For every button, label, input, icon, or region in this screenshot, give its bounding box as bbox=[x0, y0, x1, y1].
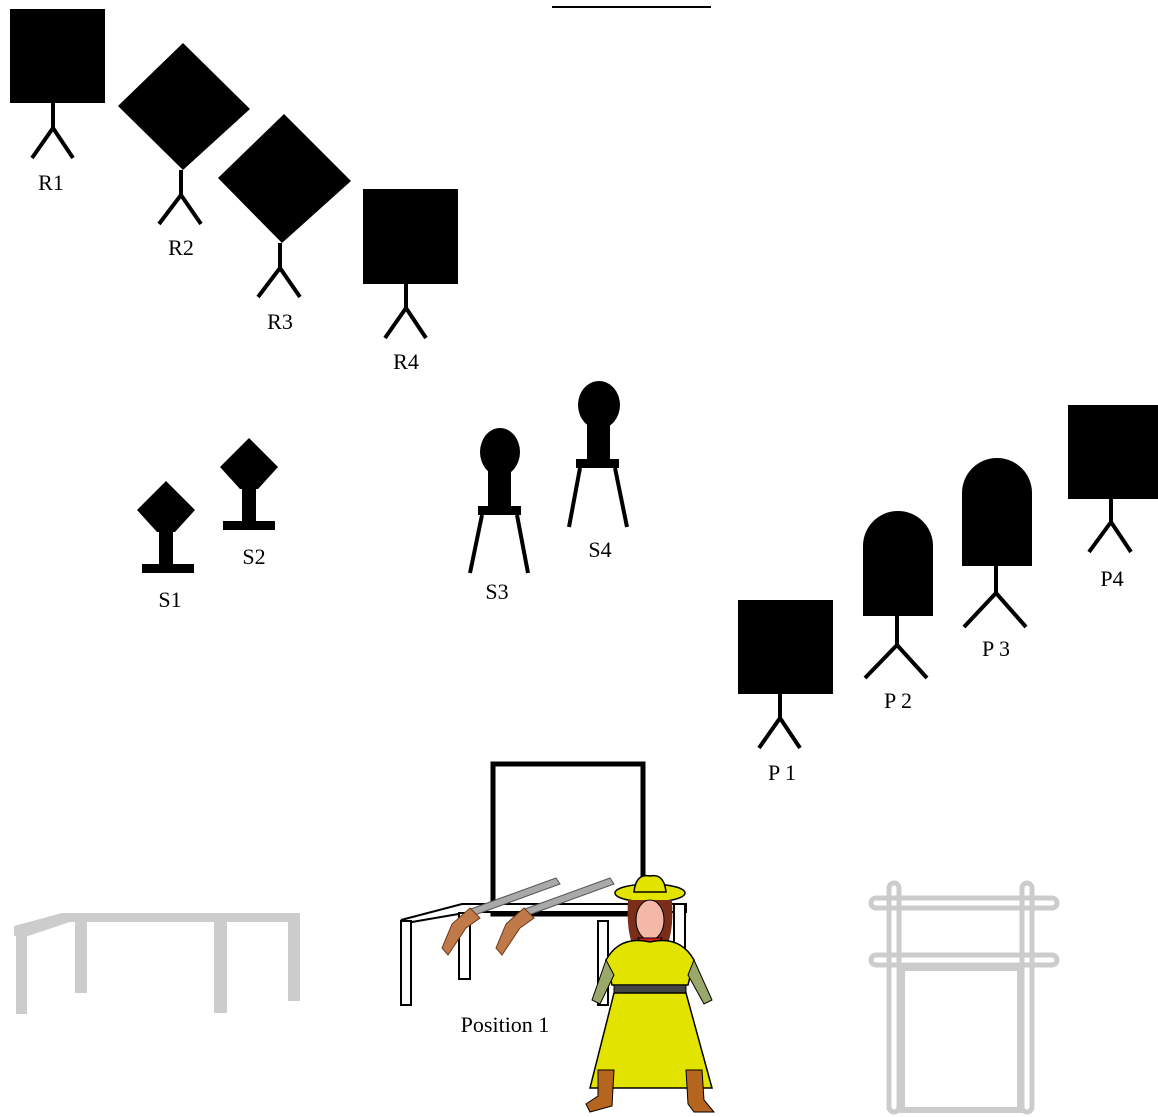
target-label: S2 bbox=[242, 544, 265, 569]
target-s4: S4 bbox=[569, 381, 627, 562]
target-label: R4 bbox=[393, 349, 419, 374]
target-label: R2 bbox=[168, 235, 194, 260]
target-s3: S3 bbox=[470, 428, 528, 604]
target-label: S4 bbox=[588, 537, 611, 562]
target-r2: R2 bbox=[118, 43, 250, 260]
target-label: P4 bbox=[1100, 566, 1123, 591]
target-label: S3 bbox=[485, 579, 508, 604]
target-r4: R4 bbox=[363, 189, 458, 374]
right-prop bbox=[871, 883, 1057, 1112]
target-p2: P 2 bbox=[863, 511, 933, 713]
target-s1: S1 bbox=[137, 481, 195, 612]
target-label: S1 bbox=[158, 587, 181, 612]
target-r3: R3 bbox=[218, 114, 351, 334]
target-label: R1 bbox=[38, 170, 64, 195]
target-s2: S2 bbox=[220, 438, 278, 569]
position-label: Position 1 bbox=[461, 1012, 550, 1037]
left-table bbox=[14, 913, 300, 1014]
target-label: R3 bbox=[267, 309, 293, 334]
target-r1: R1 bbox=[10, 9, 105, 195]
target-label: P 1 bbox=[768, 760, 796, 785]
target-label: P 2 bbox=[884, 688, 912, 713]
target-p3: P 3 bbox=[962, 458, 1032, 661]
target-p1: P 1 bbox=[738, 600, 833, 785]
target-p4: P4 bbox=[1068, 405, 1158, 591]
target-label: P 3 bbox=[982, 636, 1010, 661]
